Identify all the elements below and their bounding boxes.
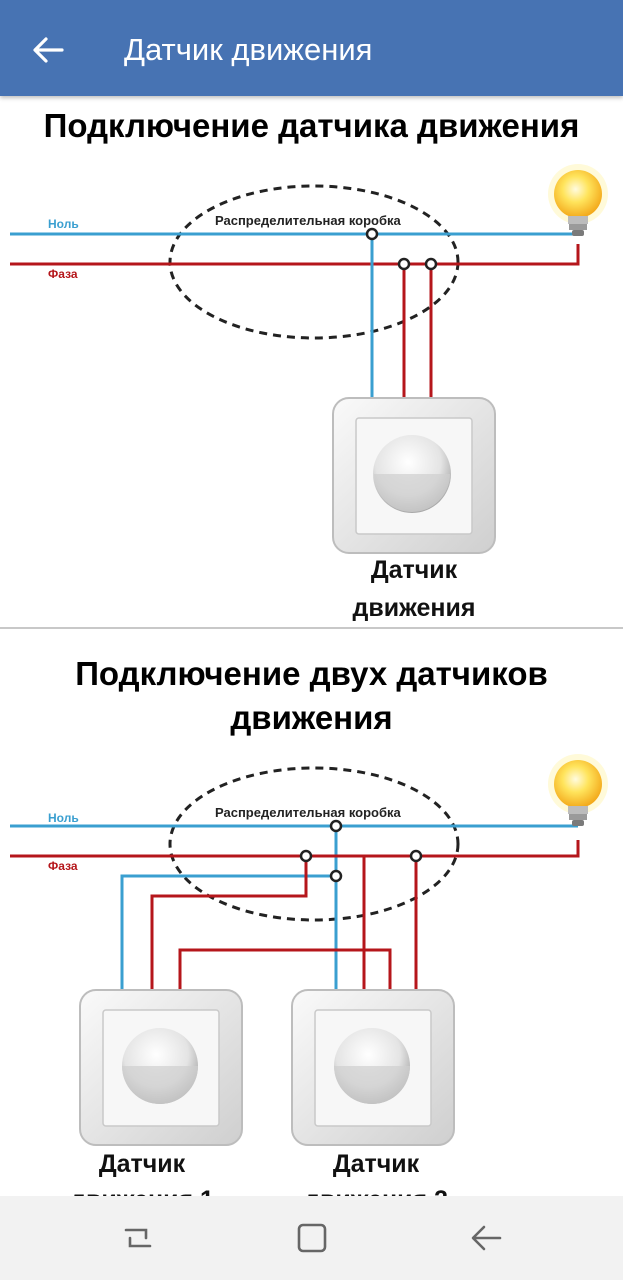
sensor2-phase-in bbox=[306, 854, 366, 990]
sensor2-label-line2: движения 2 bbox=[304, 1186, 448, 1196]
back-icon[interactable] bbox=[464, 1216, 508, 1260]
motion-sensor-1-icon bbox=[79, 989, 243, 1146]
section-title-line2: движения bbox=[230, 699, 393, 736]
neutral-label: Ноль bbox=[48, 217, 79, 231]
terminal-node bbox=[329, 819, 343, 833]
sensor1-label-line2: движения 1 bbox=[70, 1186, 214, 1196]
section-title-single-sensor: Подключение датчика движения bbox=[43, 107, 580, 144]
back-arrow-icon[interactable] bbox=[28, 30, 68, 70]
terminal-node bbox=[409, 849, 423, 863]
junction-box-outline bbox=[168, 184, 460, 340]
motion-sensor-icon bbox=[332, 397, 496, 554]
phase-label: Фаза bbox=[48, 267, 78, 281]
app-bar-title: Датчик движения bbox=[124, 32, 373, 67]
light-bulb-icon bbox=[548, 754, 608, 826]
terminal-node bbox=[424, 257, 438, 271]
two-sensors-wiring-diagram: Распределительная коробка Ноль Фаза Датч… bbox=[10, 754, 608, 1196]
sensor1-label-line1: Датчик bbox=[99, 1150, 186, 1178]
junction-box-label: Распределительная коробка bbox=[215, 805, 402, 820]
neutral-label: Ноль bbox=[48, 811, 79, 825]
sensor-label-line1: Датчик bbox=[371, 556, 458, 584]
phase-wire bbox=[10, 840, 580, 858]
phase-wire bbox=[10, 244, 580, 266]
terminal-node bbox=[365, 227, 379, 241]
terminal-node bbox=[299, 849, 313, 863]
sensor1-neutral bbox=[120, 874, 336, 990]
single-sensor-wiring-diagram: Распределительная коробка Ноль Фаза Датч… bbox=[10, 164, 608, 622]
light-bulb-icon bbox=[548, 164, 608, 236]
section-title-two-sensors: Подключение двух датчиков движения bbox=[0, 652, 623, 740]
terminal-node bbox=[329, 869, 343, 883]
motion-sensor-2-icon bbox=[291, 989, 455, 1146]
recent-apps-icon[interactable] bbox=[116, 1216, 160, 1260]
home-icon[interactable] bbox=[290, 1216, 334, 1260]
sensor-label-line2: движения bbox=[353, 594, 476, 622]
system-nav-bar bbox=[0, 1196, 623, 1280]
sensor1-phase-out bbox=[178, 948, 392, 990]
sensor1-phase-in bbox=[150, 856, 308, 990]
app-bar: Датчик движения bbox=[0, 0, 623, 96]
section-title-line1: Подключение двух датчиков bbox=[75, 655, 548, 692]
junction-box-outline bbox=[168, 766, 460, 922]
section-divider bbox=[0, 627, 623, 629]
junction-box-label: Распределительная коробка bbox=[215, 213, 402, 228]
phase-label: Фаза bbox=[48, 859, 78, 873]
sensor2-label-line1: Датчик bbox=[333, 1150, 420, 1178]
terminal-node bbox=[397, 257, 411, 271]
